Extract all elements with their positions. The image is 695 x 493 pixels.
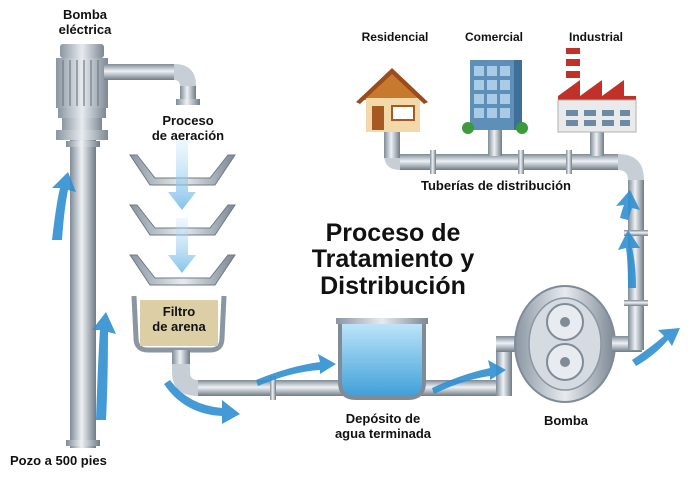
electric-pump-label-line1: Bomba bbox=[62, 7, 108, 22]
diagram-title-line2: Tratamiento y bbox=[311, 245, 475, 274]
aeration-label-line2: de aeración bbox=[151, 127, 225, 143]
residential-label: Residencial bbox=[361, 30, 429, 44]
distribution-pipes bbox=[384, 128, 648, 352]
industrial-label: Industrial bbox=[568, 30, 623, 44]
finished-tank-label-line1: Depósito de bbox=[345, 411, 421, 426]
sand-filter-label-line1: Filtro bbox=[162, 304, 196, 319]
commercial-label: Comercial bbox=[464, 30, 524, 44]
factory-icon bbox=[557, 48, 637, 133]
diagram-title-line1: Proceso de bbox=[325, 219, 461, 247]
pump-label: Bomba bbox=[543, 413, 589, 428]
well-label: Pozo a 500 pies bbox=[10, 453, 107, 468]
sand-filter-label-line2: de arena bbox=[152, 318, 206, 334]
house-icon bbox=[356, 68, 428, 132]
diagram-title: Proceso de Tratamiento y Distribución bbox=[282, 220, 504, 299]
aeration-label: Proceso de aeración bbox=[136, 113, 240, 144]
sand-filter-icon bbox=[131, 295, 227, 364]
sand-filter-label: Filtro de arena bbox=[140, 304, 218, 335]
flow-arrows bbox=[52, 172, 680, 424]
distribution-label: Tuberías de distribución bbox=[420, 178, 571, 193]
electric-pump-label: Bomba eléctrica bbox=[50, 7, 120, 38]
electric-pump-label-line2: eléctrica bbox=[58, 21, 112, 37]
finished-tank-label: Depósito de agua terminada bbox=[320, 411, 446, 442]
finished-tank-label-line2: agua terminada bbox=[334, 425, 432, 441]
aeration-trays bbox=[129, 140, 236, 286]
diagram-title-line3: Distribución bbox=[320, 271, 466, 300]
rotary-pump-icon bbox=[514, 285, 616, 403]
pump-to-aeration-pipe bbox=[104, 64, 200, 105]
finished-water-tank-icon bbox=[336, 318, 428, 400]
aeration-label-line1: Proceso bbox=[162, 113, 214, 128]
electric-pump-icon bbox=[56, 44, 108, 140]
office-building-icon bbox=[462, 60, 528, 134]
